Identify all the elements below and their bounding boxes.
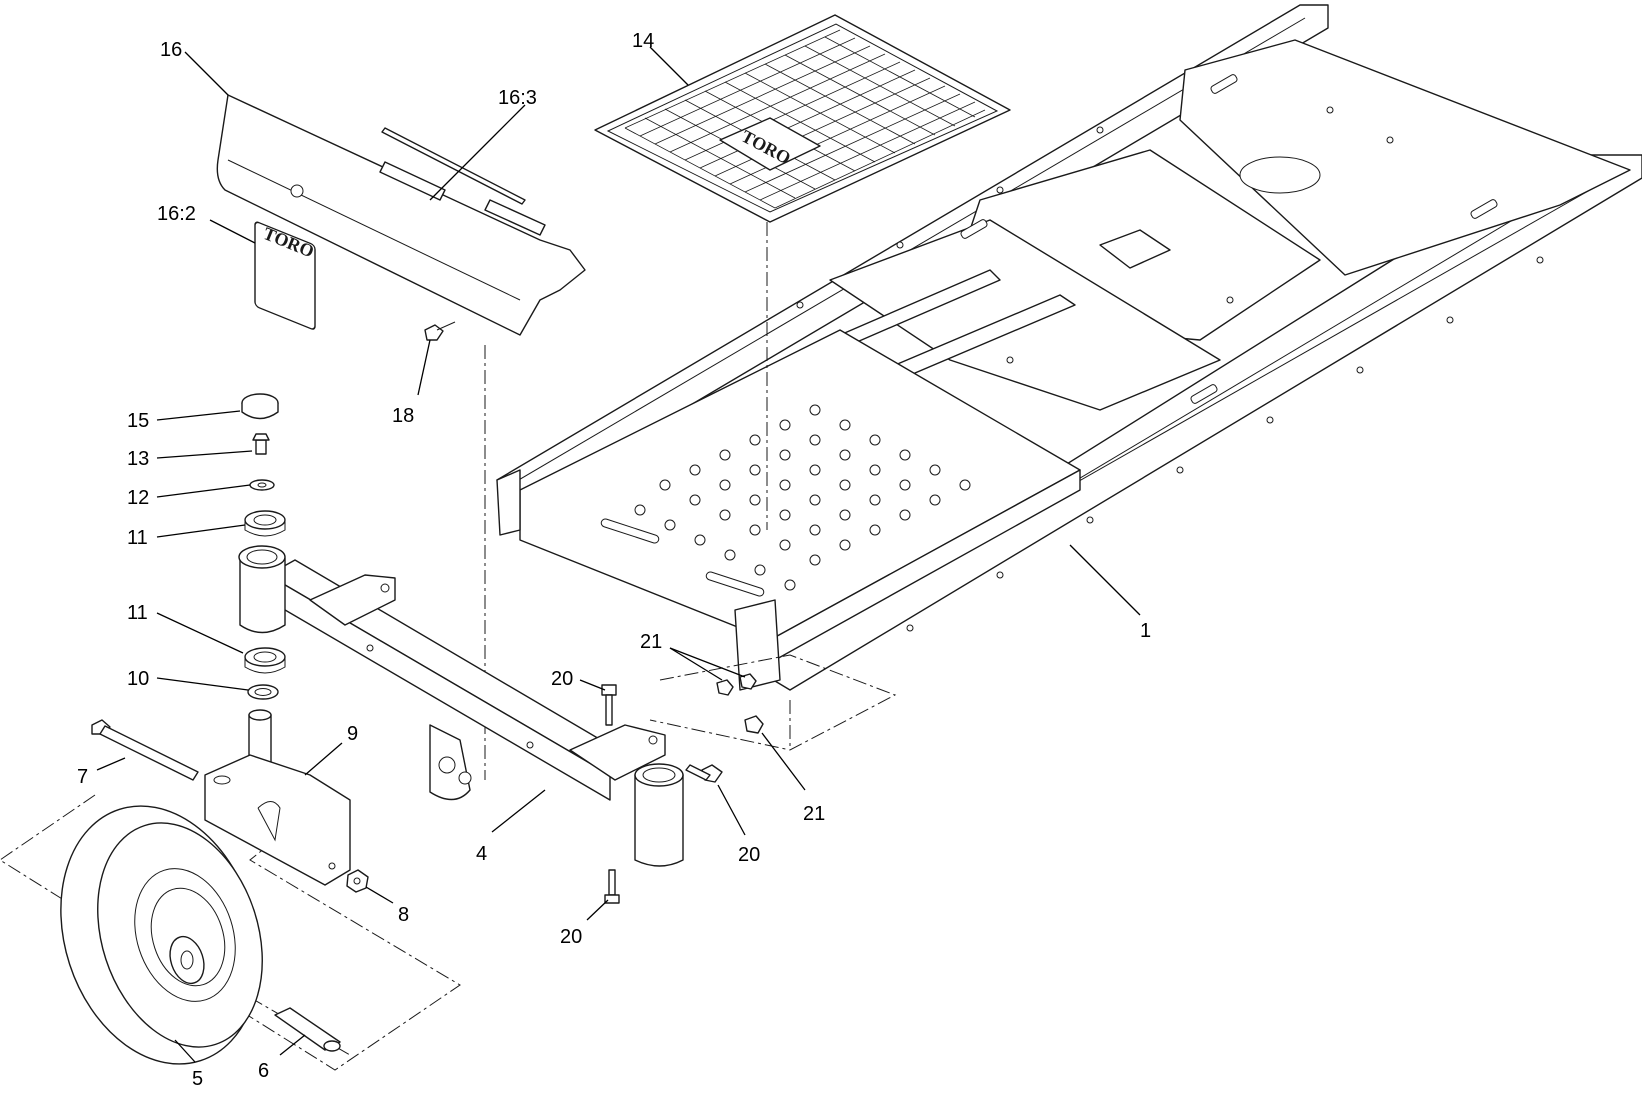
frame-assembly: [496, 4, 1642, 691]
caster-fork: [204, 709, 351, 886]
callout-20-side: 20: [738, 844, 760, 866]
foot-plate-dimples: [634, 404, 971, 591]
decal-strip: [381, 127, 526, 205]
caster-wheel: [60, 805, 263, 1065]
bolt-upper: [601, 684, 617, 726]
callout-13: 13: [127, 448, 149, 470]
assembly-line-frame: [649, 654, 897, 751]
floor-mat: TORO: [594, 14, 1011, 223]
callout-16-3: 16:3: [498, 87, 537, 109]
assembly-line-wheel: [0, 794, 461, 1071]
callout-9: 9: [347, 723, 358, 745]
callout-21-upper: 21: [640, 631, 662, 653]
bolt-lower: [604, 869, 620, 904]
screw-18: [424, 321, 456, 341]
bolt-side: [685, 764, 723, 783]
callout-15: 15: [127, 410, 149, 432]
callouts: 16 16:3 16:2 14 18 15 13 12 11 11 10 9: [77, 30, 1151, 1090]
console-slot-cover: [379, 161, 446, 201]
callout-20-upper: 20: [551, 668, 573, 690]
callout-4: 4: [476, 843, 487, 865]
upper-bearing: [244, 510, 286, 537]
callout-16-2: 16:2: [157, 203, 196, 225]
callout-1: 1: [1140, 620, 1151, 642]
cap-bolt: [252, 433, 270, 455]
spacer-tube: [274, 1007, 341, 1052]
callout-16: 16: [160, 39, 182, 61]
callout-6: 6: [258, 1060, 269, 1082]
axle-bolt: [91, 719, 199, 781]
console-cover: [216, 94, 586, 336]
callout-12: 12: [127, 487, 149, 509]
toro-decal: TORO: [254, 221, 317, 330]
callout-11-upper: 11: [127, 527, 148, 549]
callout-10: 10: [127, 668, 149, 690]
callout-11-lower: 11: [127, 602, 148, 624]
dust-cap: [241, 393, 279, 420]
callout-5: 5: [192, 1068, 203, 1090]
callout-7: 7: [77, 766, 88, 788]
nut-lower: [744, 715, 764, 734]
console-latch: [484, 199, 546, 236]
seal: [247, 684, 279, 700]
callout-18: 18: [392, 405, 414, 427]
lock-nut: [346, 869, 369, 893]
callout-20-lower: 20: [560, 926, 582, 948]
callout-21-lower: 21: [803, 803, 825, 825]
lower-bearing: [244, 647, 286, 674]
callout-14: 14: [632, 30, 654, 52]
front-axle: [238, 545, 684, 867]
callout-8: 8: [398, 904, 409, 926]
nut-upper: [716, 673, 757, 696]
